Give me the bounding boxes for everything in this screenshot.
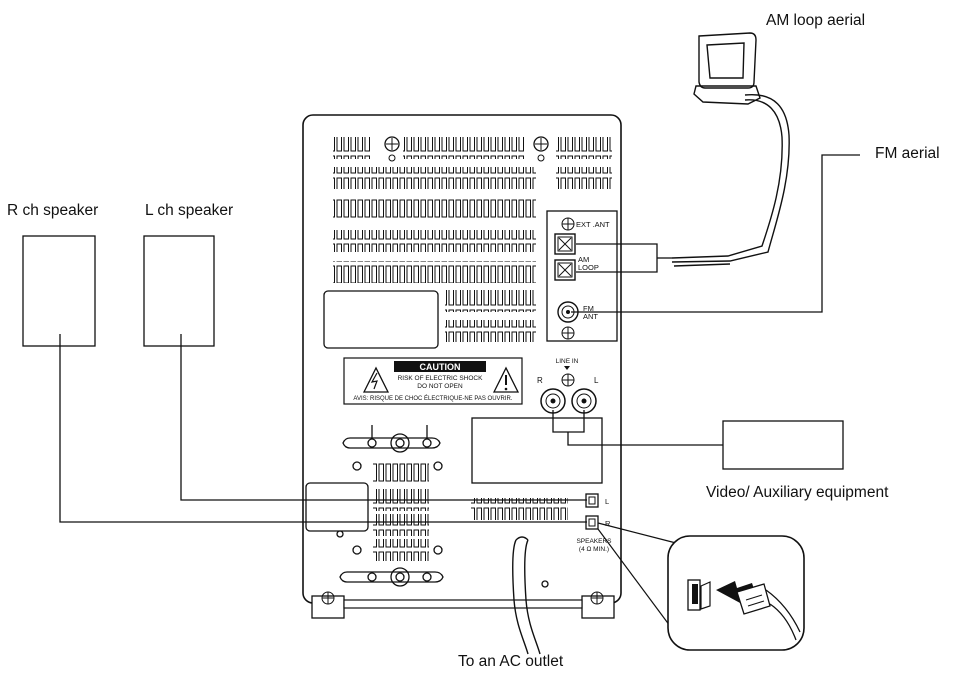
am-loop-aerial-label: AM loop aerial: [766, 12, 866, 29]
speaker-terminals: L R SPEAKERS (4 Ω MIN.): [576, 493, 612, 553]
speakers-label: SPEAKERS: [576, 538, 612, 545]
r-ch-speaker-label: R ch speaker: [7, 202, 99, 219]
line-r-label: R: [537, 376, 543, 385]
caution-avis: AVIS: RISQUE DE CHOC ÉLECTRIQUE-NE PAS O…: [353, 395, 512, 402]
fm-ant-label-2: ANT: [583, 312, 598, 321]
caution-title: CAUTION: [420, 362, 461, 372]
fm-ant-label-1: FM: [583, 304, 594, 313]
ac-outlet-label: To an AC outlet: [458, 653, 564, 670]
am-loop-label-2: LOOP: [578, 263, 599, 272]
power-cord: [511, 536, 541, 655]
speaker-plug-inset: [597, 522, 805, 651]
connection-wires: [59, 154, 860, 523]
video-aux-box: [722, 420, 844, 470]
line-in-jacks: LINE IN R L: [537, 358, 599, 414]
line-l-label: L: [594, 376, 599, 385]
antenna-terminals: EXT .ANT AM LOOP FM ANT: [546, 210, 618, 342]
am-loop-aerial: [671, 32, 790, 267]
top-vent-grille: [323, 136, 612, 349]
speakers-min-label: (4 Ω MIN.): [579, 546, 609, 553]
video-aux-label: Video/ Auxiliary equipment: [706, 484, 889, 501]
l-ch-speaker-label: L ch speaker: [145, 202, 234, 219]
speaker-terminal-r-label: R: [605, 519, 611, 528]
line-in-label: LINE IN: [556, 358, 579, 365]
caution-line1: RISK OF ELECTRIC SHOCK: [398, 375, 484, 382]
fm-aerial-label: FM aerial: [875, 145, 940, 162]
am-loop-label-1: AM: [578, 255, 589, 264]
caution-line2: DO NOT OPEN: [417, 383, 463, 390]
ext-ant-label: EXT .ANT: [576, 220, 610, 229]
caution-label: CAUTION RISK OF ELECTRIC SHOCK DO NOT OP…: [343, 357, 523, 405]
speaker-boxes: [22, 235, 215, 347]
lower-panel: [305, 417, 603, 588]
speaker-terminal-l-label: L: [605, 497, 609, 506]
